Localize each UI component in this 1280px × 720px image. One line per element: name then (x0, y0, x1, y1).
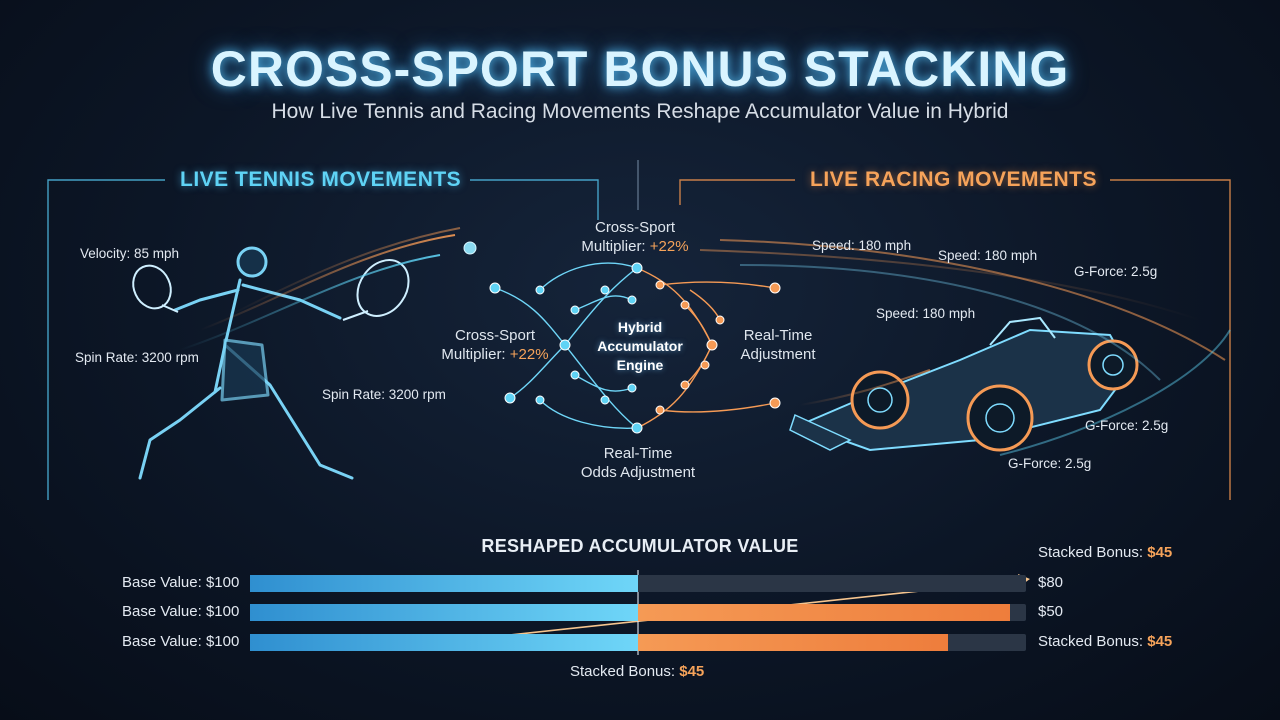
engine-right-label: Real-Time Adjustment (718, 326, 838, 364)
engine-bottom-label: Real-Time Odds Adjustment (568, 444, 708, 482)
bar-end-value-3: $45 (1147, 633, 1173, 650)
tennis-panel-title: LIVE TENNIS MOVEMENTS (180, 168, 462, 191)
bar-end-label-2-text: $50 (1038, 603, 1064, 620)
engine-left-label: Cross-Sport Multiplier: +22% (430, 326, 560, 364)
engine-top-label-line1: Cross-Sport (594, 219, 676, 236)
racing-speed-label-1: Speed: 180 mph (812, 238, 912, 253)
tennis-spin-label-2: Spin Rate: 3200 rpm (322, 387, 446, 402)
tennis-panel-frame (47, 179, 599, 500)
page-title: CROSS-SPORT BONUS STACKING (210, 41, 1070, 97)
engine-left-label-line1: Cross-Sport (454, 327, 536, 344)
engine-right-label-line2: Adjustment (740, 346, 816, 363)
racing-panel-title: LIVE RACING MOVEMENTS (810, 168, 1098, 191)
bar-bonus-segment-3 (638, 634, 949, 651)
bar-end-label-2: $50 (1038, 603, 1063, 620)
bar-track-3 (250, 634, 1026, 651)
page-subtitle: How Live Tennis and Racing Movements Res… (271, 100, 1009, 123)
bar-row-label-2: Base Value: $100 (122, 603, 240, 620)
racing-motion-streaks (699, 239, 1231, 456)
bar-base-segment-1 (250, 575, 638, 592)
tennis-player-figure (138, 246, 354, 480)
engine-network-nodes (489, 262, 781, 434)
engine-line2: Accumulator (597, 338, 683, 354)
tennis-motion-streaks (179, 227, 461, 351)
accumulator-top-note: Stacked Bonus: $45 (1038, 544, 1172, 561)
racing-gforce-label-3: G-Force: 2.5g (1008, 456, 1092, 471)
engine-top-label: Cross-Sport Multiplier: +22% (565, 218, 705, 256)
engine-line3: Engine (616, 357, 664, 373)
tennis-spin-label-1: Spin Rate: 3200 rpm (75, 350, 199, 365)
accumulator-bottom-note-value: $45 (679, 663, 705, 680)
racing-speed-label-3: Speed: 180 mph (876, 306, 976, 321)
bar-base-segment-2 (250, 604, 638, 621)
bar-track-1 (250, 575, 1026, 592)
engine-left-value: +22% (509, 346, 549, 363)
engine-top-value: +22% (649, 238, 689, 255)
racket-left-icon (132, 264, 179, 313)
bar-end-label-1-text: $80 (1038, 574, 1064, 591)
accumulator-bottom-note-label: Stacked Bonus: (570, 663, 676, 680)
racing-gforce-label-2: G-Force: 2.5g (1085, 418, 1169, 433)
bar-end-label-3-text: Stacked Bonus: (1038, 633, 1144, 650)
racing-speed-label-2: Speed: 180 mph (938, 248, 1038, 263)
engine-line1: Hybrid (617, 319, 663, 335)
bar-base-segment-3 (250, 634, 638, 651)
accumulator-bottom-note: Stacked Bonus: $45 (570, 663, 704, 680)
engine-top-label-line2: Multiplier: (581, 238, 646, 255)
bar-track-2 (250, 604, 1026, 621)
accumulator-top-note-value: $45 (1147, 544, 1173, 561)
tennis-velocity-label: Velocity: 85 mph (80, 246, 180, 261)
engine-network-links (494, 262, 776, 429)
hybrid-engine-label: Hybrid Accumulator Engine (575, 318, 705, 375)
bar-end-label-1: $80 (1038, 574, 1063, 591)
racing-gforce-label-1: G-Force: 2.5g (1074, 264, 1158, 279)
bar-row-label-1: Base Value: $100 (122, 574, 240, 591)
racing-panel-frame (679, 179, 1231, 500)
engine-bottom-label-line2: Odds Adjustment (580, 464, 696, 481)
engine-right-label-line1: Real-Time (743, 327, 813, 344)
accumulator-title: RESHAPED ACCUMULATOR VALUE (481, 536, 799, 556)
bar-row-label-3: Base Value: $100 (122, 633, 240, 650)
bar-bonus-segment-2 (638, 604, 1011, 621)
engine-left-label-line2: Multiplier: (441, 346, 506, 363)
race-car-figure (789, 316, 1139, 452)
engine-bottom-label-line1: Real-Time (603, 445, 673, 462)
bar-end-label-3: Stacked Bonus: $45 (1038, 633, 1172, 650)
accumulator-top-note-label: Stacked Bonus: (1038, 544, 1144, 561)
tennis-ball-icon (463, 241, 477, 255)
